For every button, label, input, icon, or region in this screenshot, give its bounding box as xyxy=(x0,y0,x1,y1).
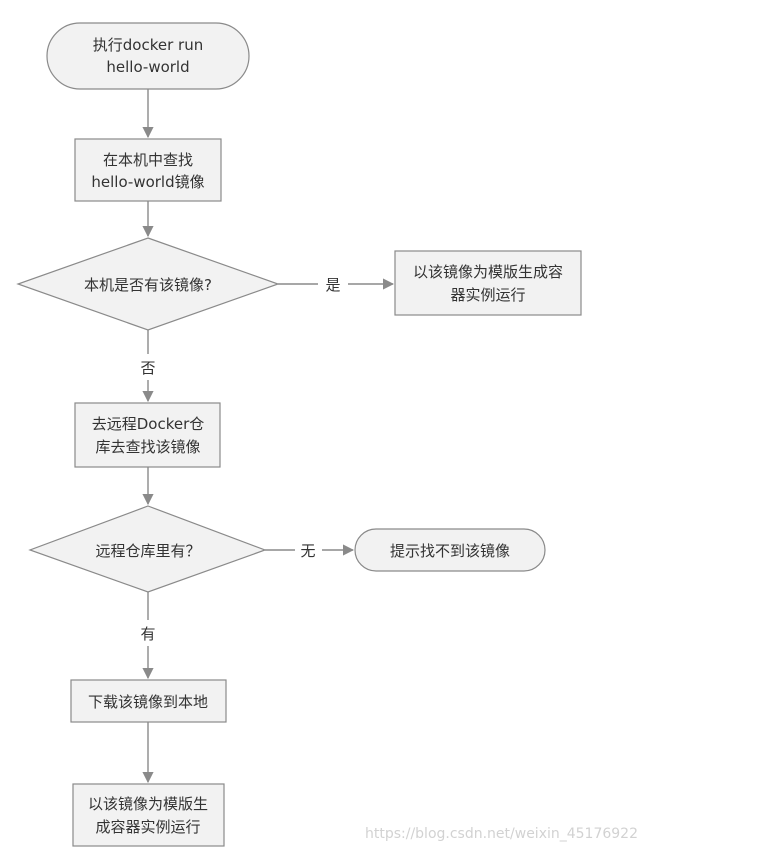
node-run-local-line-1: 以该镜像为模版生成容 xyxy=(413,263,563,281)
node-search-remote-line-1: 去远程Docker仓 xyxy=(92,415,205,433)
node-run-local-line-2: 器实例运行 xyxy=(450,286,525,304)
node-run-downloaded-line-1: 以该镜像为模版生 xyxy=(88,795,208,813)
node-run-downloaded-line-2: 成容器实例运行 xyxy=(95,818,200,836)
node-start: 执行docker run hello-world xyxy=(46,22,250,90)
node-download-text: 下载该镜像到本地 xyxy=(88,693,208,711)
node-decision-remote: 远程仓库里有？ xyxy=(28,505,267,593)
edge-label-remote-yes: 有 xyxy=(140,625,155,643)
node-decision-local-text: 本机是否有该镜像? xyxy=(84,276,212,294)
node-search-remote: 去远程Docker仓 库去查找该镜像 xyxy=(74,402,221,468)
edge-label-local-no: 否 xyxy=(140,359,155,377)
node-run-local: 以该镜像为模版生成容 器实例运行 xyxy=(394,250,582,316)
node-download: 下载该镜像到本地 xyxy=(70,679,227,723)
node-decision-local: 本机是否有该镜像? xyxy=(16,237,280,331)
node-start-line-1: 执行docker run xyxy=(93,36,203,54)
node-search-local: 在本机中查找 hello-world镜像 xyxy=(74,138,222,202)
node-not-found-text: 提示找不到该镜像 xyxy=(390,542,510,560)
node-not-found: 提示找不到该镜像 xyxy=(354,528,546,572)
node-start-line-2: hello-world xyxy=(106,58,189,76)
node-run-downloaded: 以该镜像为模版生 成容器实例运行 xyxy=(72,783,225,847)
node-decision-remote-text: 远程仓库里有？ xyxy=(95,542,200,560)
edge-label-local-yes: 是 xyxy=(325,276,340,294)
node-search-remote-line-2: 库去查找该镜像 xyxy=(95,438,200,456)
node-search-local-line-2: hello-world镜像 xyxy=(91,173,204,191)
watermark: https://blog.csdn.net/weixin_45176922 xyxy=(365,826,638,842)
node-search-local-line-1: 在本机中查找 xyxy=(103,151,193,169)
edge-label-remote-no: 无 xyxy=(300,542,315,560)
